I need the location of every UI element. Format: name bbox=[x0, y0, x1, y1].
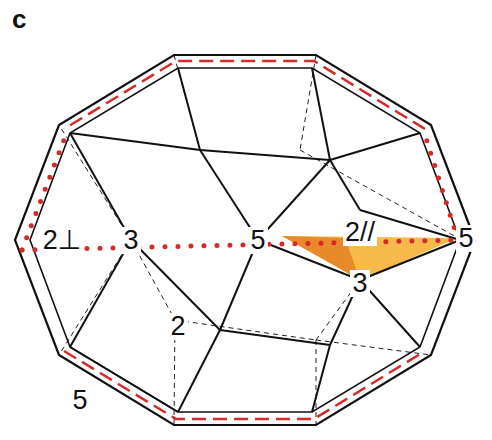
panel-letter: c bbox=[10, 6, 28, 32]
axis-label: 5 bbox=[248, 227, 267, 254]
axis-label: 2// bbox=[343, 219, 377, 246]
axis-label: 2 bbox=[168, 313, 187, 340]
red-dotted-path bbox=[22, 135, 458, 250]
front-edges bbox=[70, 68, 460, 412]
axis-label: 5 bbox=[456, 225, 475, 252]
axis-label: 5 bbox=[70, 387, 89, 414]
axis-label: 3 bbox=[350, 270, 369, 297]
outline-inner bbox=[30, 68, 460, 412]
red-dashed-path bbox=[64, 61, 425, 419]
axis-label: 2⊥ bbox=[41, 227, 84, 254]
outline-outer bbox=[15, 55, 475, 425]
axis-label: 3 bbox=[121, 227, 140, 254]
